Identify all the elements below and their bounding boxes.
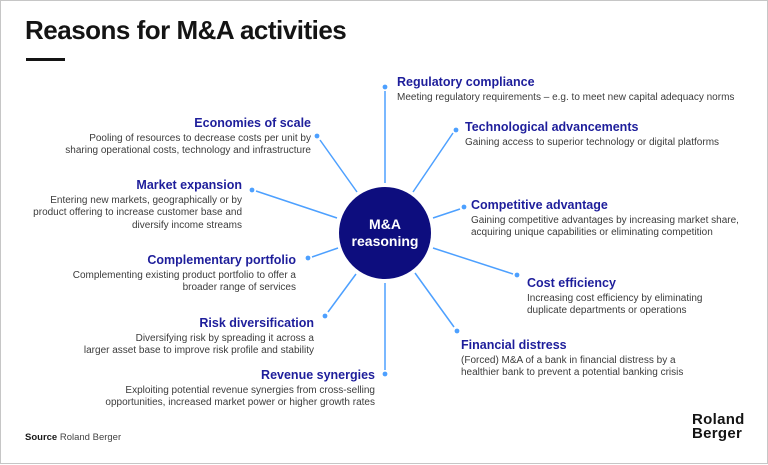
source-label: Source <box>25 432 58 443</box>
reason-title: Cost efficiency <box>527 276 616 290</box>
reason-description-line: diversify income streams <box>131 219 242 231</box>
roland-berger-logo: Roland Berger <box>692 411 745 442</box>
source-value: Roland Berger <box>59 432 122 443</box>
reason-title: Complementary portfolio <box>147 253 296 267</box>
reason-title: Competitive advantage <box>471 198 608 212</box>
reason-description-line: opportunities, increased market power or… <box>105 397 375 409</box>
reason-title: Technological advancements <box>465 120 639 134</box>
reason-description-line: Gaining competitive advantages by increa… <box>471 215 739 226</box>
reason-description-line: broader range of services <box>182 282 296 294</box>
reason-title: Regulatory compliance <box>397 75 535 89</box>
reason-title: Market expansion <box>136 178 242 192</box>
reason-description-line: (Forced) M&A of a bank in financial dist… <box>461 355 676 366</box>
reason-description-line: product offering to increase customer ba… <box>33 207 242 219</box>
reason-competitive-advantage: Competitive advantage Gaining competitiv… <box>471 198 739 240</box>
reason-description-line: Increasing cost efficiency by eliminatin… <box>527 293 703 304</box>
reason-description-line: duplicate departments or operations <box>527 305 687 317</box>
reason-title: Financial distress <box>461 338 567 352</box>
reason-description-line: healthier bank to prevent a potential ba… <box>461 367 684 379</box>
reason-description-line: Diversifying risk by spreading it across… <box>135 333 314 344</box>
reason-description-line: larger asset base to improve risk profil… <box>83 345 314 357</box>
reason-revenue-synergies: Revenue synergies Exploiting potential r… <box>105 368 375 410</box>
reason-technological-advancements: Technological advancements Gaining acces… <box>465 120 719 149</box>
reason-economies-of-scale: Economies of scale Pooling of resources … <box>65 116 311 158</box>
reason-description-line: Exploiting potential revenue synergies f… <box>125 385 375 396</box>
reason-risk-diversification: Risk diversification Diversifying risk b… <box>84 316 314 358</box>
reason-title: Revenue synergies <box>261 368 375 382</box>
reason-complementary-portfolio: Complementary portfolio Complementing ex… <box>73 253 296 295</box>
reason-description-line: Meeting regulatory requirements – e.g. t… <box>397 92 735 103</box>
hub-label-line1: M&A <box>369 216 401 232</box>
reason-description-line: sharing operational costs, technology an… <box>65 145 311 157</box>
reason-title: Economies of scale <box>194 116 311 130</box>
title-underline <box>26 58 65 61</box>
logo-line2: Berger <box>692 424 743 442</box>
page-title: Reasons for M&A activities <box>25 15 347 45</box>
reason-regulatory-compliance: Regulatory compliance Meeting regulatory… <box>397 75 734 104</box>
hub-label-line2: reasoning <box>351 233 419 249</box>
reason-title: Risk diversification <box>199 316 314 330</box>
central-hub: M&A reasoning <box>339 187 431 279</box>
reason-description-line: Gaining access to superior technology or… <box>465 137 720 148</box>
reason-description-line: Pooling of resources to decrease costs p… <box>89 133 311 144</box>
logo-line1: Roland <box>692 411 745 428</box>
reason-description-line: Entering new markets, geographically or … <box>50 195 242 206</box>
reason-description-line: acquiring unique capabilities or elimina… <box>471 227 713 239</box>
reason-financial-distress: Financial distress (Forced) M&A of a ban… <box>461 338 683 380</box>
reason-cost-efficiency: Cost efficiency Increasing cost efficien… <box>527 276 702 318</box>
source-note: Source Roland Berger <box>25 432 121 443</box>
reason-market-expansion: Market expansion Entering new markets, g… <box>33 178 242 232</box>
reason-description-line: Complementing existing product portfolio… <box>72 270 296 281</box>
